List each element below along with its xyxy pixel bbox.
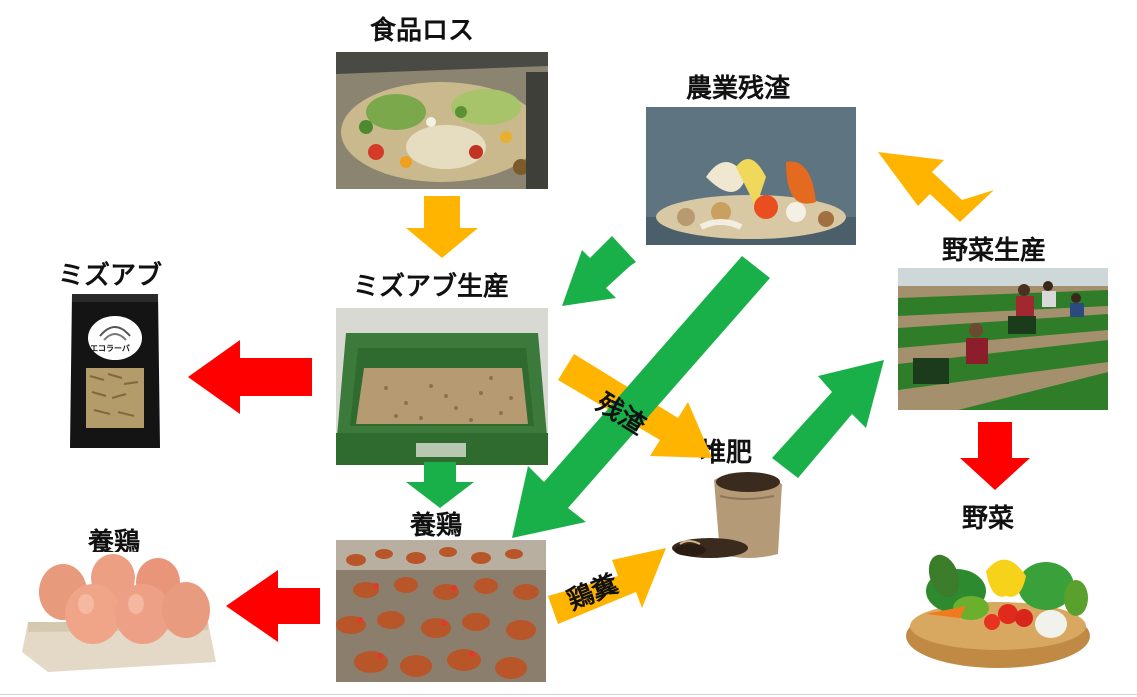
arrow-residue-to-bsf (562, 236, 636, 306)
arrow-vegprod-to-veg (960, 422, 1030, 490)
arrow-bsf-to-poultry (406, 462, 474, 508)
label-bsf-production: ミズアブ生産 (353, 272, 510, 302)
bottom-divider (0, 694, 1137, 695)
arrow-residue-to-poultry (512, 256, 770, 538)
compost-image (670, 466, 790, 562)
eggs-image (18, 552, 218, 676)
label-veg-production: 野菜生産 (942, 236, 1047, 266)
agri-residue-image (646, 107, 856, 245)
arrow-vegprod-to-residue (878, 152, 994, 222)
vegetables-image (896, 536, 1100, 678)
label-bsf: ミズアブ (58, 261, 163, 291)
bsf-production-image (336, 308, 548, 465)
arrow-manure-to-compost (548, 548, 666, 624)
arrow-poultry-to-eggs (226, 570, 320, 642)
label-vegetables: 野菜 (962, 504, 1015, 534)
bsf-package-image: エコラーバ (64, 288, 166, 451)
food-loss-image (336, 52, 548, 189)
arrow-foodloss-to-bsf (406, 196, 478, 258)
label-food-loss: 食品ロス (370, 16, 475, 46)
arrow-bsfprod-to-bsf (188, 340, 312, 414)
veg-production-image (898, 268, 1108, 410)
label-agri-residue: 農業残渣 (686, 74, 791, 104)
label-poultry: 養鶏 (410, 511, 463, 541)
package-brand-text: エコラーバ (90, 344, 130, 353)
poultry-image (336, 540, 546, 682)
arrow-compost-to-vegprod (772, 360, 884, 478)
